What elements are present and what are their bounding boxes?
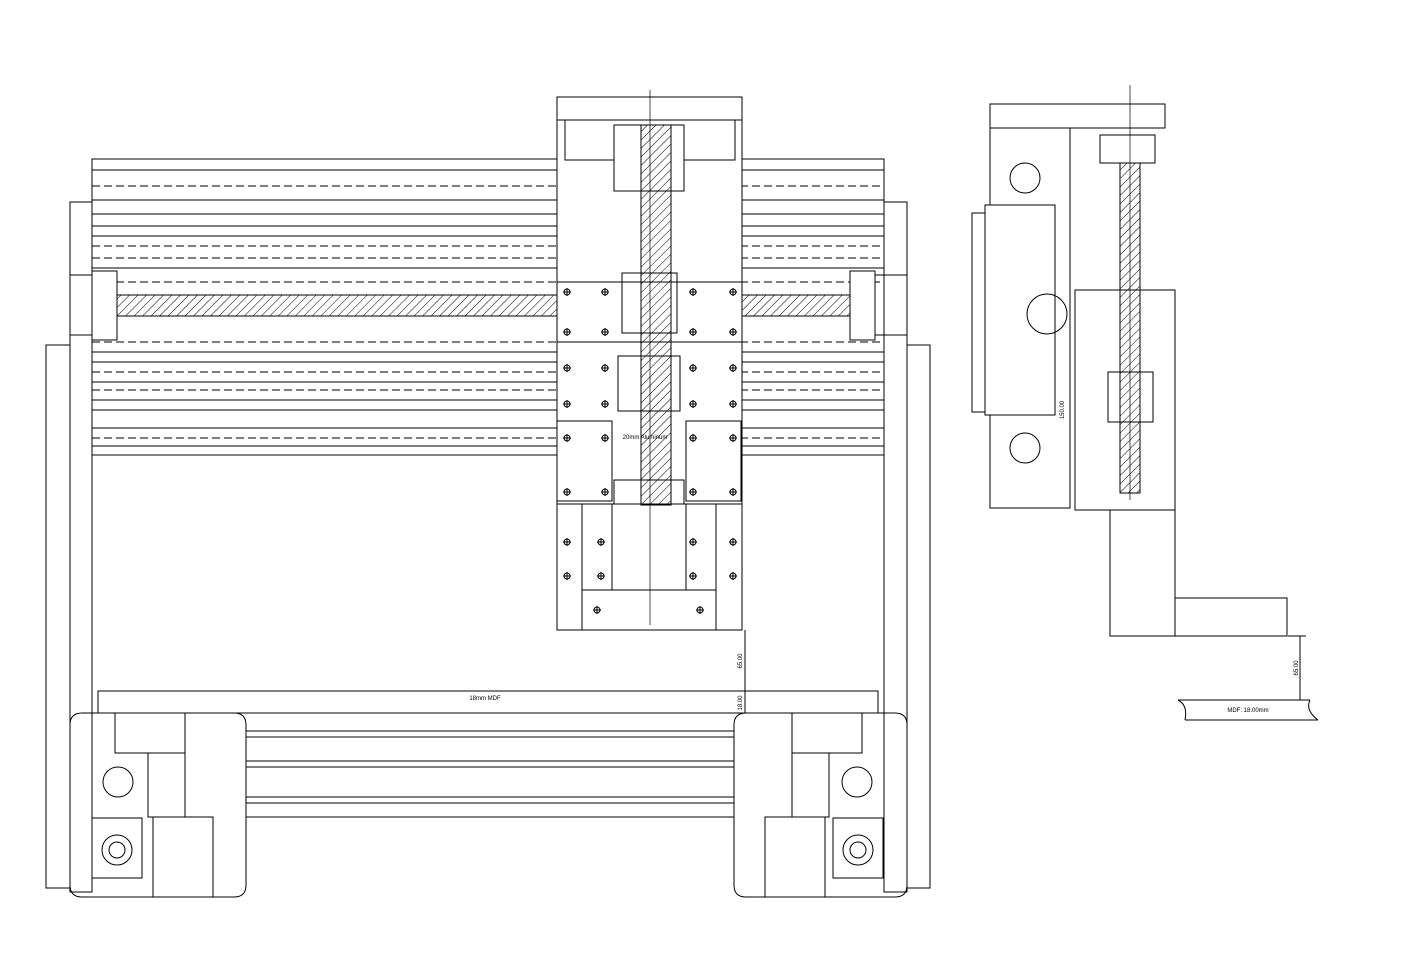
side-mdf-section xyxy=(1177,699,1319,721)
left-bearing-block xyxy=(91,270,118,341)
extrusion-profile xyxy=(114,712,186,754)
gantry-material-label: 20mm Aluminum xyxy=(623,435,668,441)
bearing xyxy=(841,766,873,798)
right-side-plate xyxy=(906,344,931,889)
left-gantry-upright xyxy=(69,201,93,893)
bearing xyxy=(102,766,134,798)
gantry-beam xyxy=(91,158,885,456)
right-bearing-block xyxy=(849,270,876,341)
base-material-label: 18mm MDF xyxy=(469,696,501,702)
z-lead-screw xyxy=(640,124,672,506)
side-mdf-label: MDF: 18.00mm xyxy=(1227,708,1268,714)
right-gantry-upright xyxy=(883,201,908,893)
front-clearance-dimension: 65.00 xyxy=(738,653,744,669)
extrusion-profile xyxy=(791,712,863,754)
base-frame xyxy=(69,712,908,898)
side-height-dimension: 150.00 xyxy=(1060,400,1066,419)
front-mdf-dimension: 18.00 xyxy=(738,695,744,711)
motor-mount xyxy=(91,817,143,879)
front-view: 20mm Aluminum 65.00 18.00 18mm MDF xyxy=(45,90,931,898)
side-view: 150.00 65.00 MDF: 18.00mm xyxy=(971,85,1319,721)
side-clearance-dimension: 65.00 xyxy=(1294,660,1300,676)
mdf-base xyxy=(97,690,879,714)
left-side-plate xyxy=(45,344,71,889)
motor-mount xyxy=(832,817,884,879)
z-carriage xyxy=(556,90,743,631)
